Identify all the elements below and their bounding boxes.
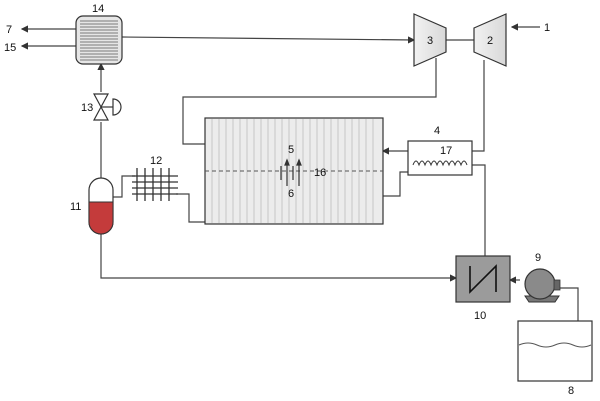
heater-coil-17 — [412, 160, 468, 167]
label-5: 5 — [288, 144, 294, 156]
turbine-3 — [413, 13, 447, 67]
label-15: 15 — [4, 42, 16, 54]
label-12: 12 — [150, 155, 162, 167]
label-9: 9 — [535, 252, 541, 264]
separator-vessel-11 — [88, 177, 114, 235]
label-3: 3 — [427, 35, 433, 47]
condenser-14 — [75, 15, 123, 65]
label-7: 7 — [6, 24, 12, 36]
label-16: 16 — [314, 167, 326, 179]
label-13: 13 — [81, 102, 93, 114]
fuel-cell-stack — [204, 117, 384, 225]
line-14-to-3 — [121, 36, 416, 44]
tank-8 — [517, 320, 593, 382]
line-4-to-stack-lower — [383, 171, 408, 197]
label-14: 14 — [92, 3, 104, 15]
valve-13 — [92, 93, 122, 121]
heat-exchanger-4 — [407, 140, 473, 176]
label-6: 6 — [288, 188, 294, 200]
line-11-to-12 — [113, 175, 135, 198]
line-4-to-10 — [472, 164, 486, 256]
label-17: 17 — [440, 145, 452, 157]
line-3-to-stack — [182, 58, 437, 145]
label-1: 1 — [544, 22, 550, 34]
coil-12 — [132, 168, 178, 201]
exchanger-10 — [455, 255, 511, 303]
label-2: 2 — [487, 35, 493, 47]
label-4: 4 — [434, 125, 440, 137]
compressor-2 — [473, 13, 507, 67]
cell-symbol — [280, 158, 302, 186]
pump-9 — [524, 268, 561, 303]
label-10: 10 — [474, 310, 486, 322]
line-2-to-4 — [472, 60, 485, 152]
label-8: 8 — [568, 385, 574, 397]
line-12-to-stack — [176, 193, 205, 223]
line-11-to-10 — [100, 232, 458, 282]
label-11: 11 — [70, 201, 81, 213]
